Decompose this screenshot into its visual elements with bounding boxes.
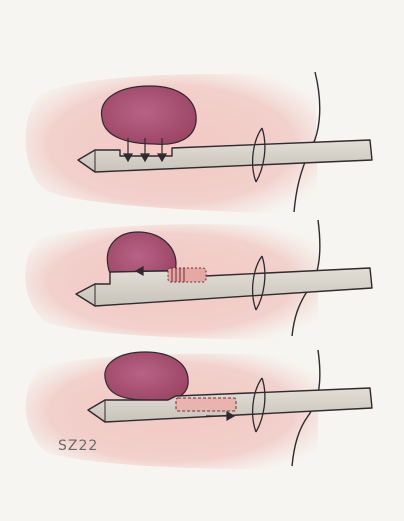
retrieved-sample [176, 398, 236, 411]
artist-signature: SZ22 [58, 438, 98, 454]
panel-2 [25, 220, 372, 340]
lesion [102, 86, 197, 144]
cutter [168, 268, 206, 282]
lesion [105, 352, 188, 400]
panel-1 [26, 72, 372, 215]
